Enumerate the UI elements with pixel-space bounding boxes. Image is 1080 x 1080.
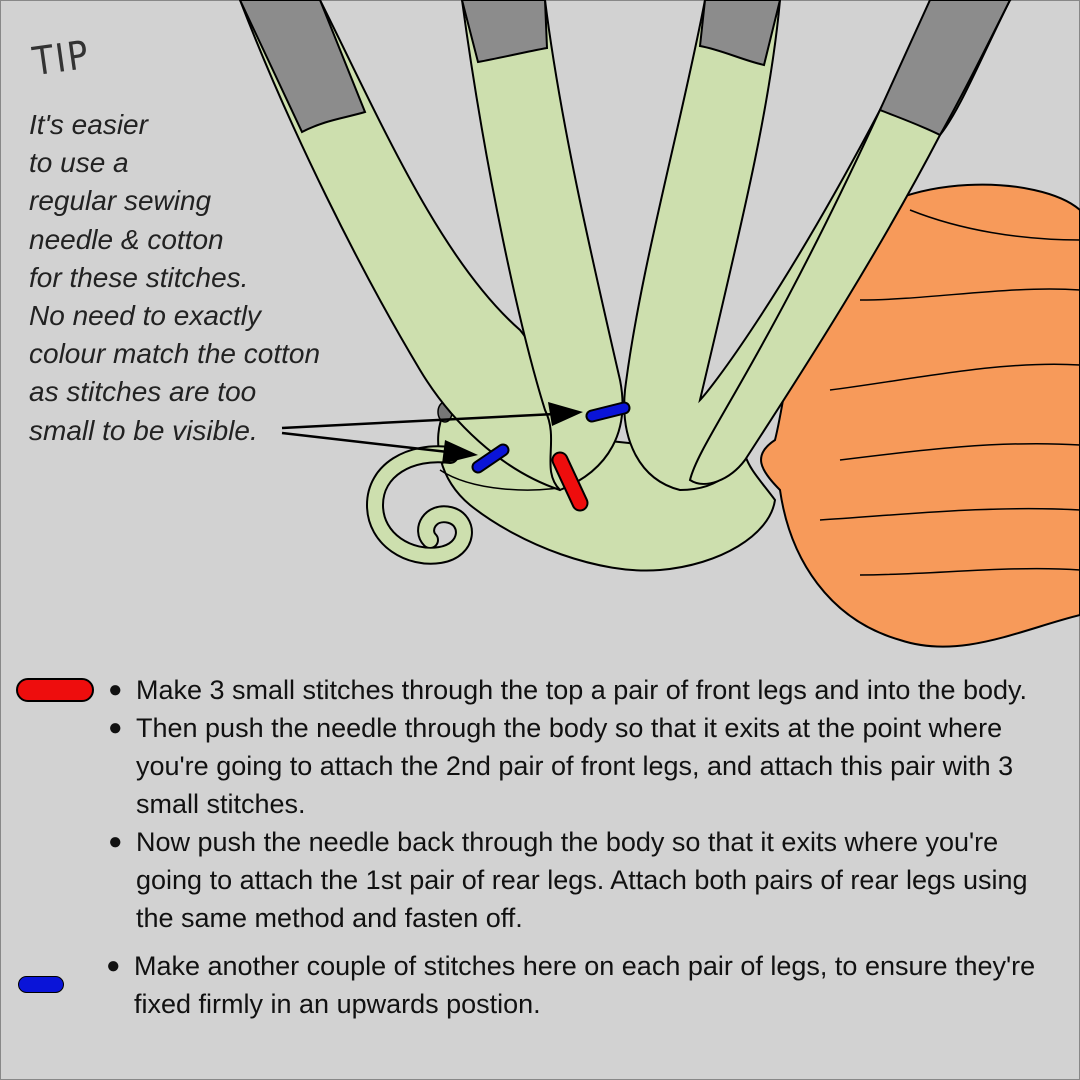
tip-heading: TIP bbox=[30, 32, 94, 86]
red-stitch-legend-swatch bbox=[16, 678, 94, 702]
arrow-line-lower bbox=[281, 431, 449, 454]
bullet-icon: ● bbox=[106, 952, 121, 979]
instruction-step: ● Then push the needle through the body … bbox=[108, 709, 1068, 823]
tip-line: It's easier bbox=[29, 109, 148, 140]
instruction-step: ● Make 3 small stitches through the top … bbox=[108, 671, 1068, 709]
leg-pair-4 bbox=[688, 0, 1012, 485]
tip-line: as stitches are too bbox=[29, 376, 257, 408]
tip-line: needle & cotton bbox=[29, 223, 224, 255]
tip-line: No need to exactly bbox=[29, 300, 261, 332]
red-stitch bbox=[553, 453, 587, 510]
arrowhead-lower bbox=[442, 440, 478, 464]
instruction-text: Make another couple of stitches here on … bbox=[134, 951, 1036, 1019]
tip-line: colour match the cotton bbox=[29, 338, 321, 370]
tip-line: to use a bbox=[29, 147, 129, 179]
bullet-icon: ● bbox=[108, 676, 123, 703]
instruction-text: Now push the needle back through the bod… bbox=[136, 827, 1028, 933]
blue-stitch-front bbox=[587, 403, 629, 421]
leg-pair-1 bbox=[238, 0, 602, 492]
blue-stitch-legend-swatch bbox=[18, 976, 64, 993]
instruction-text: Then push the needle through the body so… bbox=[136, 713, 1014, 819]
bullet-icon: ● bbox=[108, 714, 123, 741]
instruction-step: ● Make another couple of stitches here o… bbox=[106, 947, 1068, 1023]
leg-pair-2 bbox=[460, 0, 624, 492]
bullet-icon: ● bbox=[108, 828, 123, 855]
instruction-step: ● Now push the needle back through the b… bbox=[108, 823, 1068, 937]
pointer-arrows bbox=[281, 402, 583, 464]
instruction-text: Make 3 small stitches through the top a … bbox=[136, 675, 1028, 705]
arrow-line-upper bbox=[281, 412, 556, 430]
blue-stitch-rear bbox=[473, 445, 508, 472]
tip-line: for these stitches. bbox=[29, 261, 249, 293]
tip-line: regular sewing bbox=[29, 185, 212, 217]
tip-line: small to be visible. bbox=[29, 414, 258, 446]
arrowhead-upper bbox=[548, 402, 583, 426]
instruction-list: ● Make 3 small stitches through the top … bbox=[106, 671, 1068, 1023]
tip-text: It's easier to use a regular sewing need… bbox=[29, 106, 359, 450]
stitch-marks bbox=[471, 401, 631, 512]
